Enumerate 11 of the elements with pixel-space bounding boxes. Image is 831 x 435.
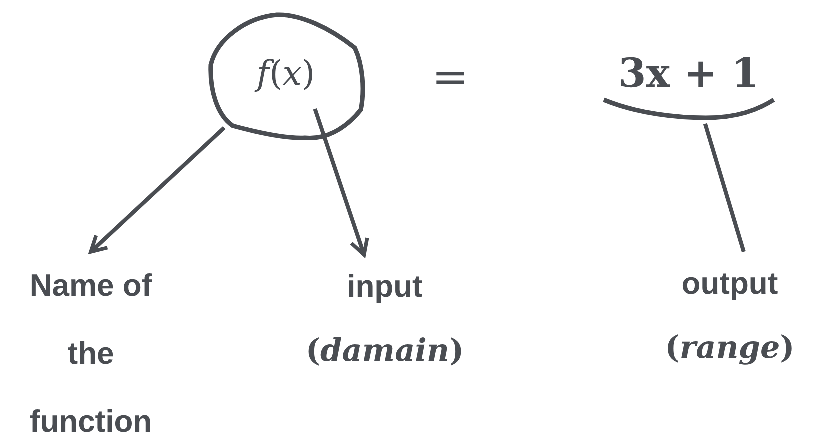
- label-text: Name of the function: [28, 267, 154, 435]
- label-text: input: [347, 268, 423, 306]
- equals-sign: =: [432, 52, 469, 103]
- expression-text: 3x + 1: [618, 50, 760, 98]
- label-text: output: [682, 265, 778, 303]
- function-notation: f(x): [256, 54, 316, 94]
- arrow: [89, 126, 226, 254]
- math-text: (range): [665, 329, 795, 368]
- math-text: (damain): [306, 332, 464, 371]
- arrow: [313, 108, 370, 257]
- connector-line: [703, 123, 746, 253]
